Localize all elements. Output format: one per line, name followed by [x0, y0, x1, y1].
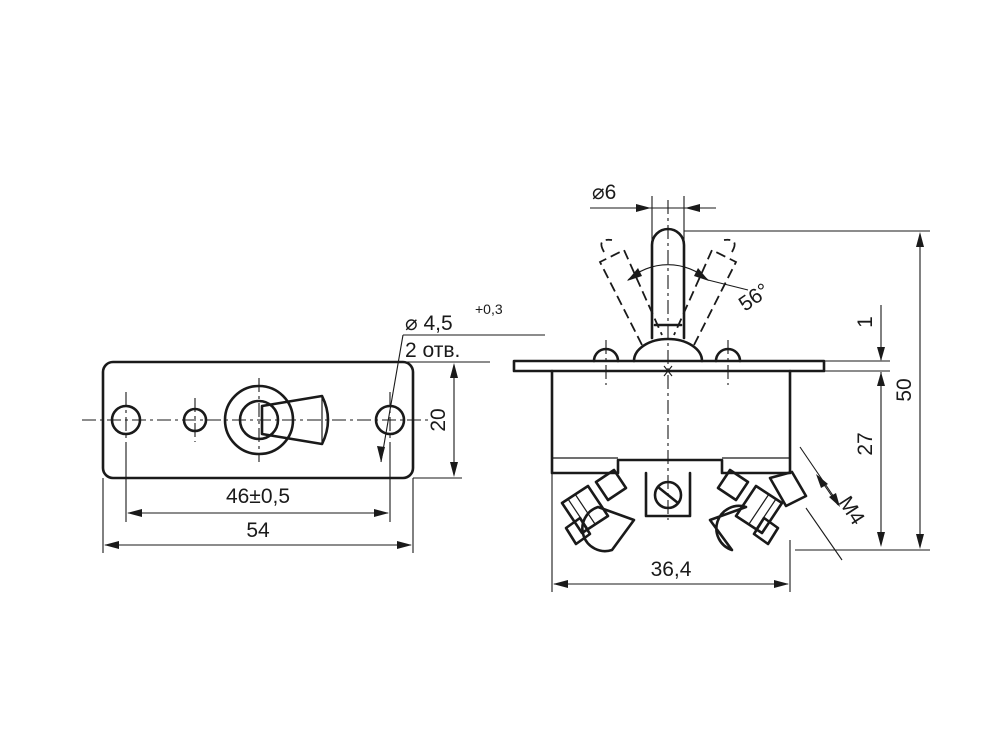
body-width-label: 36,4: [651, 558, 692, 581]
hole-diameter-label: ⌀ 4,5: [405, 312, 453, 335]
terminal-center: [644, 471, 692, 518]
thread-label: M4: [834, 492, 869, 529]
lever-angle-label: 56°: [735, 279, 774, 316]
hole-count-label: 2 отв.: [405, 339, 460, 362]
lever-phantom-right: [673, 248, 738, 346]
hole-spacing-label: 46±0,5: [226, 485, 290, 508]
terminal-left: [560, 468, 636, 553]
side-view: 56°: [512, 181, 930, 592]
top-view: ⌀ 4,5 +0,3 2 отв. 20 46±0,5 54: [82, 301, 545, 553]
lever-phantom-left: [598, 248, 663, 346]
switch-body: [550, 369, 792, 475]
plate-length-label: 54: [246, 519, 270, 542]
body-height-label: 27: [854, 432, 877, 455]
terminal-right: [708, 468, 808, 552]
hole-tolerance-label: +0,3: [475, 301, 503, 317]
screw-center: [653, 480, 683, 510]
hole-leader: [380, 334, 404, 463]
overall-height-label: 50: [893, 378, 916, 401]
toggle-lever: [650, 227, 686, 340]
pivot-dome: [632, 337, 704, 363]
plate-height-label: 20: [427, 408, 450, 431]
lever-diameter-label: ⌀6: [592, 181, 616, 204]
toggle-lever-top: [260, 394, 330, 446]
flange: [512, 359, 826, 373]
flange-thickness-label: 1: [854, 316, 877, 328]
